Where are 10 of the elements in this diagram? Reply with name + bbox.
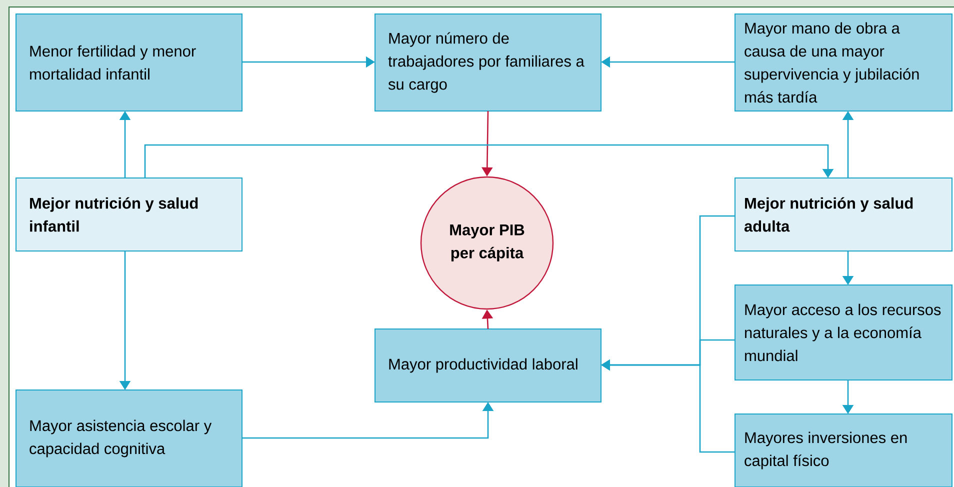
- process-box: Mejor nutrición y salud adulta: [734, 178, 952, 252]
- process-box: Mayores inversiones en capital físico: [734, 414, 952, 487]
- arrow: [144, 144, 834, 178]
- process-box: Mayor mano de obra a causa de una mayor supervivencia y jubilación más tardía: [734, 14, 952, 112]
- process-box: Mayor número de trabajadores por familiares a su cargo: [374, 14, 602, 112]
- process-box: Mayor acceso a los recursos naturales y a la economía mundial: [734, 284, 952, 380]
- process-box: Mejor nutrición y salud infantil: [16, 178, 242, 252]
- process-box: Mayor productividad laboral: [374, 328, 602, 402]
- process-box: Mayor asistencia escolar y capacidad cognitiva: [16, 390, 242, 487]
- process-box: Menor fertilidad y menor mortalidad infantil: [16, 14, 242, 112]
